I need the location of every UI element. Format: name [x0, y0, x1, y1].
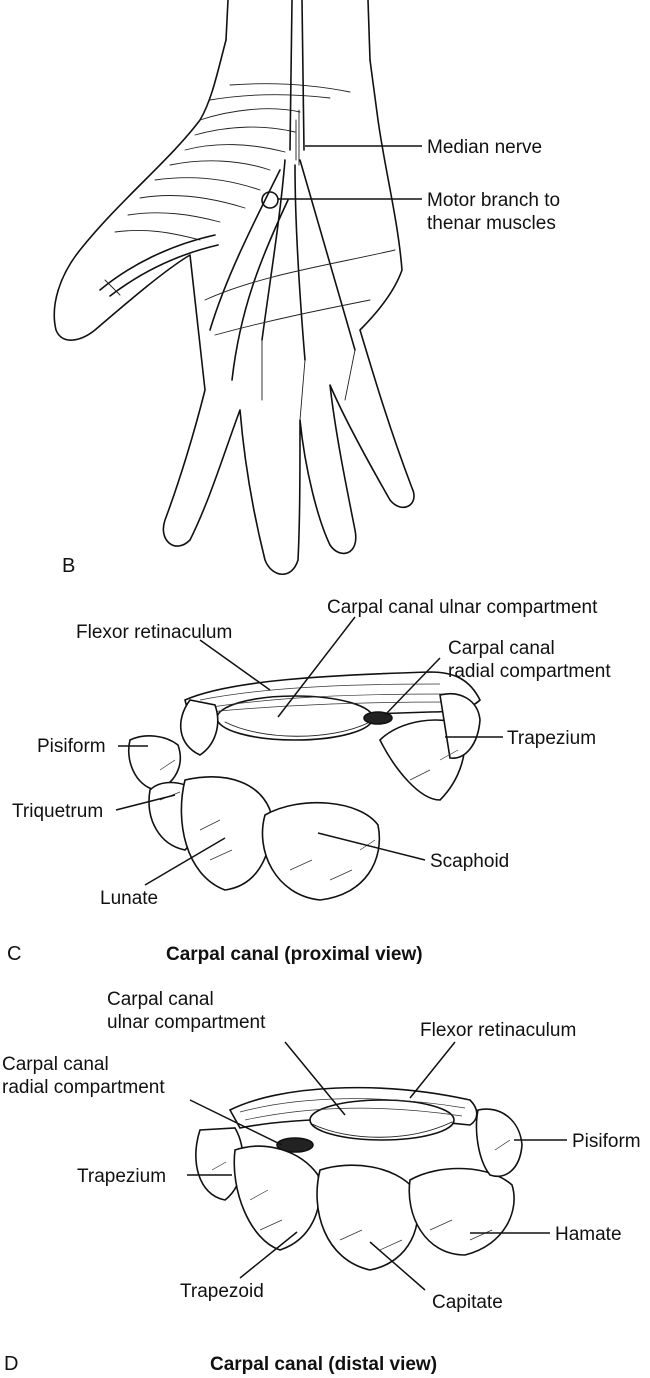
- label-d-radial-compartment-line2: radial compartment: [2, 1077, 165, 1098]
- panel-b-hand-illustration: [53, 0, 415, 576]
- panel-b-leader-lines: [278, 145, 422, 200]
- caption-d: Carpal canal (distal view): [210, 1354, 437, 1375]
- label-c-ulnar-compartment: Carpal canal ulnar compartment: [327, 597, 598, 618]
- label-c-trapezium: Trapezium: [507, 728, 596, 749]
- label-c-pisiform: Pisiform: [37, 736, 106, 757]
- label-d-ulnar-compartment-line1: Carpal canal: [107, 989, 214, 1010]
- label-c-radial-compartment-line2: radial compartment: [448, 661, 611, 682]
- panel-c-carpal-illustration: [128, 671, 481, 901]
- label-d-capitate: Capitate: [432, 1292, 503, 1313]
- label-d-ulnar-compartment-line2: ulnar compartment: [107, 1012, 266, 1033]
- label-motor-branch-line1: Motor branch to: [427, 190, 560, 211]
- label-d-trapezium: Trapezium: [77, 1166, 166, 1187]
- label-d-trapezoid: Trapezoid: [180, 1281, 264, 1302]
- panel-d-leader-lines: [187, 1041, 567, 1291]
- panel-c-leader-lines: [115, 616, 503, 886]
- label-d-hamate: Hamate: [555, 1224, 622, 1245]
- label-c-lunate: Lunate: [100, 888, 158, 909]
- panel-letter-d: D: [4, 1353, 18, 1375]
- caption-c: Carpal canal (proximal view): [166, 944, 423, 965]
- label-motor-branch-line2: thenar muscles: [427, 213, 556, 234]
- label-c-flexor-retinaculum: Flexor retinaculum: [76, 622, 232, 643]
- label-c-triquetrum: Triquetrum: [12, 801, 103, 822]
- label-median-nerve: Median nerve: [427, 137, 542, 158]
- label-d-radial-compartment-line1: Carpal canal: [2, 1054, 109, 1075]
- label-d-pisiform: Pisiform: [572, 1131, 641, 1152]
- panel-letter-b: B: [62, 555, 75, 577]
- panel-d-carpal-illustration: [195, 1086, 523, 1271]
- panel-letter-c: C: [7, 943, 21, 965]
- label-c-radial-compartment-line1: Carpal canal: [448, 638, 555, 659]
- label-c-scaphoid: Scaphoid: [430, 851, 509, 872]
- label-d-flexor-retinaculum: Flexor retinaculum: [420, 1020, 576, 1041]
